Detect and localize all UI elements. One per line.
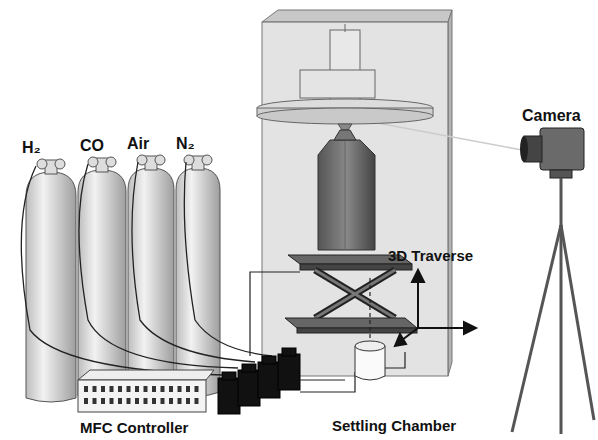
controller-knob (110, 386, 114, 392)
controller-knob (118, 386, 122, 392)
controller-knob (135, 386, 139, 392)
controller-knob (101, 386, 105, 392)
controller-knob (161, 398, 165, 404)
gas-label: H₂ (22, 140, 41, 156)
gas-label: CO (80, 138, 104, 154)
controller-knob (186, 398, 190, 404)
upper-column (257, 24, 433, 130)
part-label: MFC Controller (80, 420, 188, 435)
controller-knob (118, 398, 122, 404)
mix-lines (300, 352, 405, 392)
controller-knob (178, 398, 182, 404)
gas-hoses (21, 162, 272, 375)
burner (318, 130, 375, 250)
controller-knob (195, 386, 199, 392)
part-label: Camera (522, 108, 581, 124)
controller-knob (93, 398, 97, 404)
controller-knob (84, 398, 88, 404)
settling-chamber (355, 341, 385, 380)
controller-knob (84, 386, 88, 392)
controller-knob (127, 398, 131, 404)
controller-knob (169, 398, 173, 404)
controller-knob (152, 386, 156, 392)
controller-knob (161, 386, 165, 392)
part-label: 3D Traverse (388, 248, 473, 263)
traverse-axes (395, 270, 476, 346)
controller-knob (178, 386, 182, 392)
gas-label: Air (127, 136, 149, 152)
controller-knob (144, 398, 148, 404)
controller-knob (135, 398, 139, 404)
enclosure (262, 10, 452, 376)
feed-line (369, 276, 370, 338)
controller-knob (127, 386, 131, 392)
part-label: Settling Chamber (332, 418, 456, 433)
controller-knob (93, 386, 97, 392)
sight-line (372, 122, 522, 150)
controller-knob (101, 398, 105, 404)
mass-flow-controllers (218, 348, 300, 414)
gas-label: N₂ (176, 136, 195, 152)
controller-knob (195, 398, 199, 404)
supply-line (250, 272, 300, 356)
controller-knob (110, 398, 114, 404)
camera (512, 128, 594, 434)
controller-knob (186, 386, 190, 392)
controller-knob (144, 386, 148, 392)
controller-knob (152, 398, 156, 404)
scissor-lift (285, 255, 417, 333)
controller-knob (169, 386, 173, 392)
mfc-controller (78, 370, 214, 412)
